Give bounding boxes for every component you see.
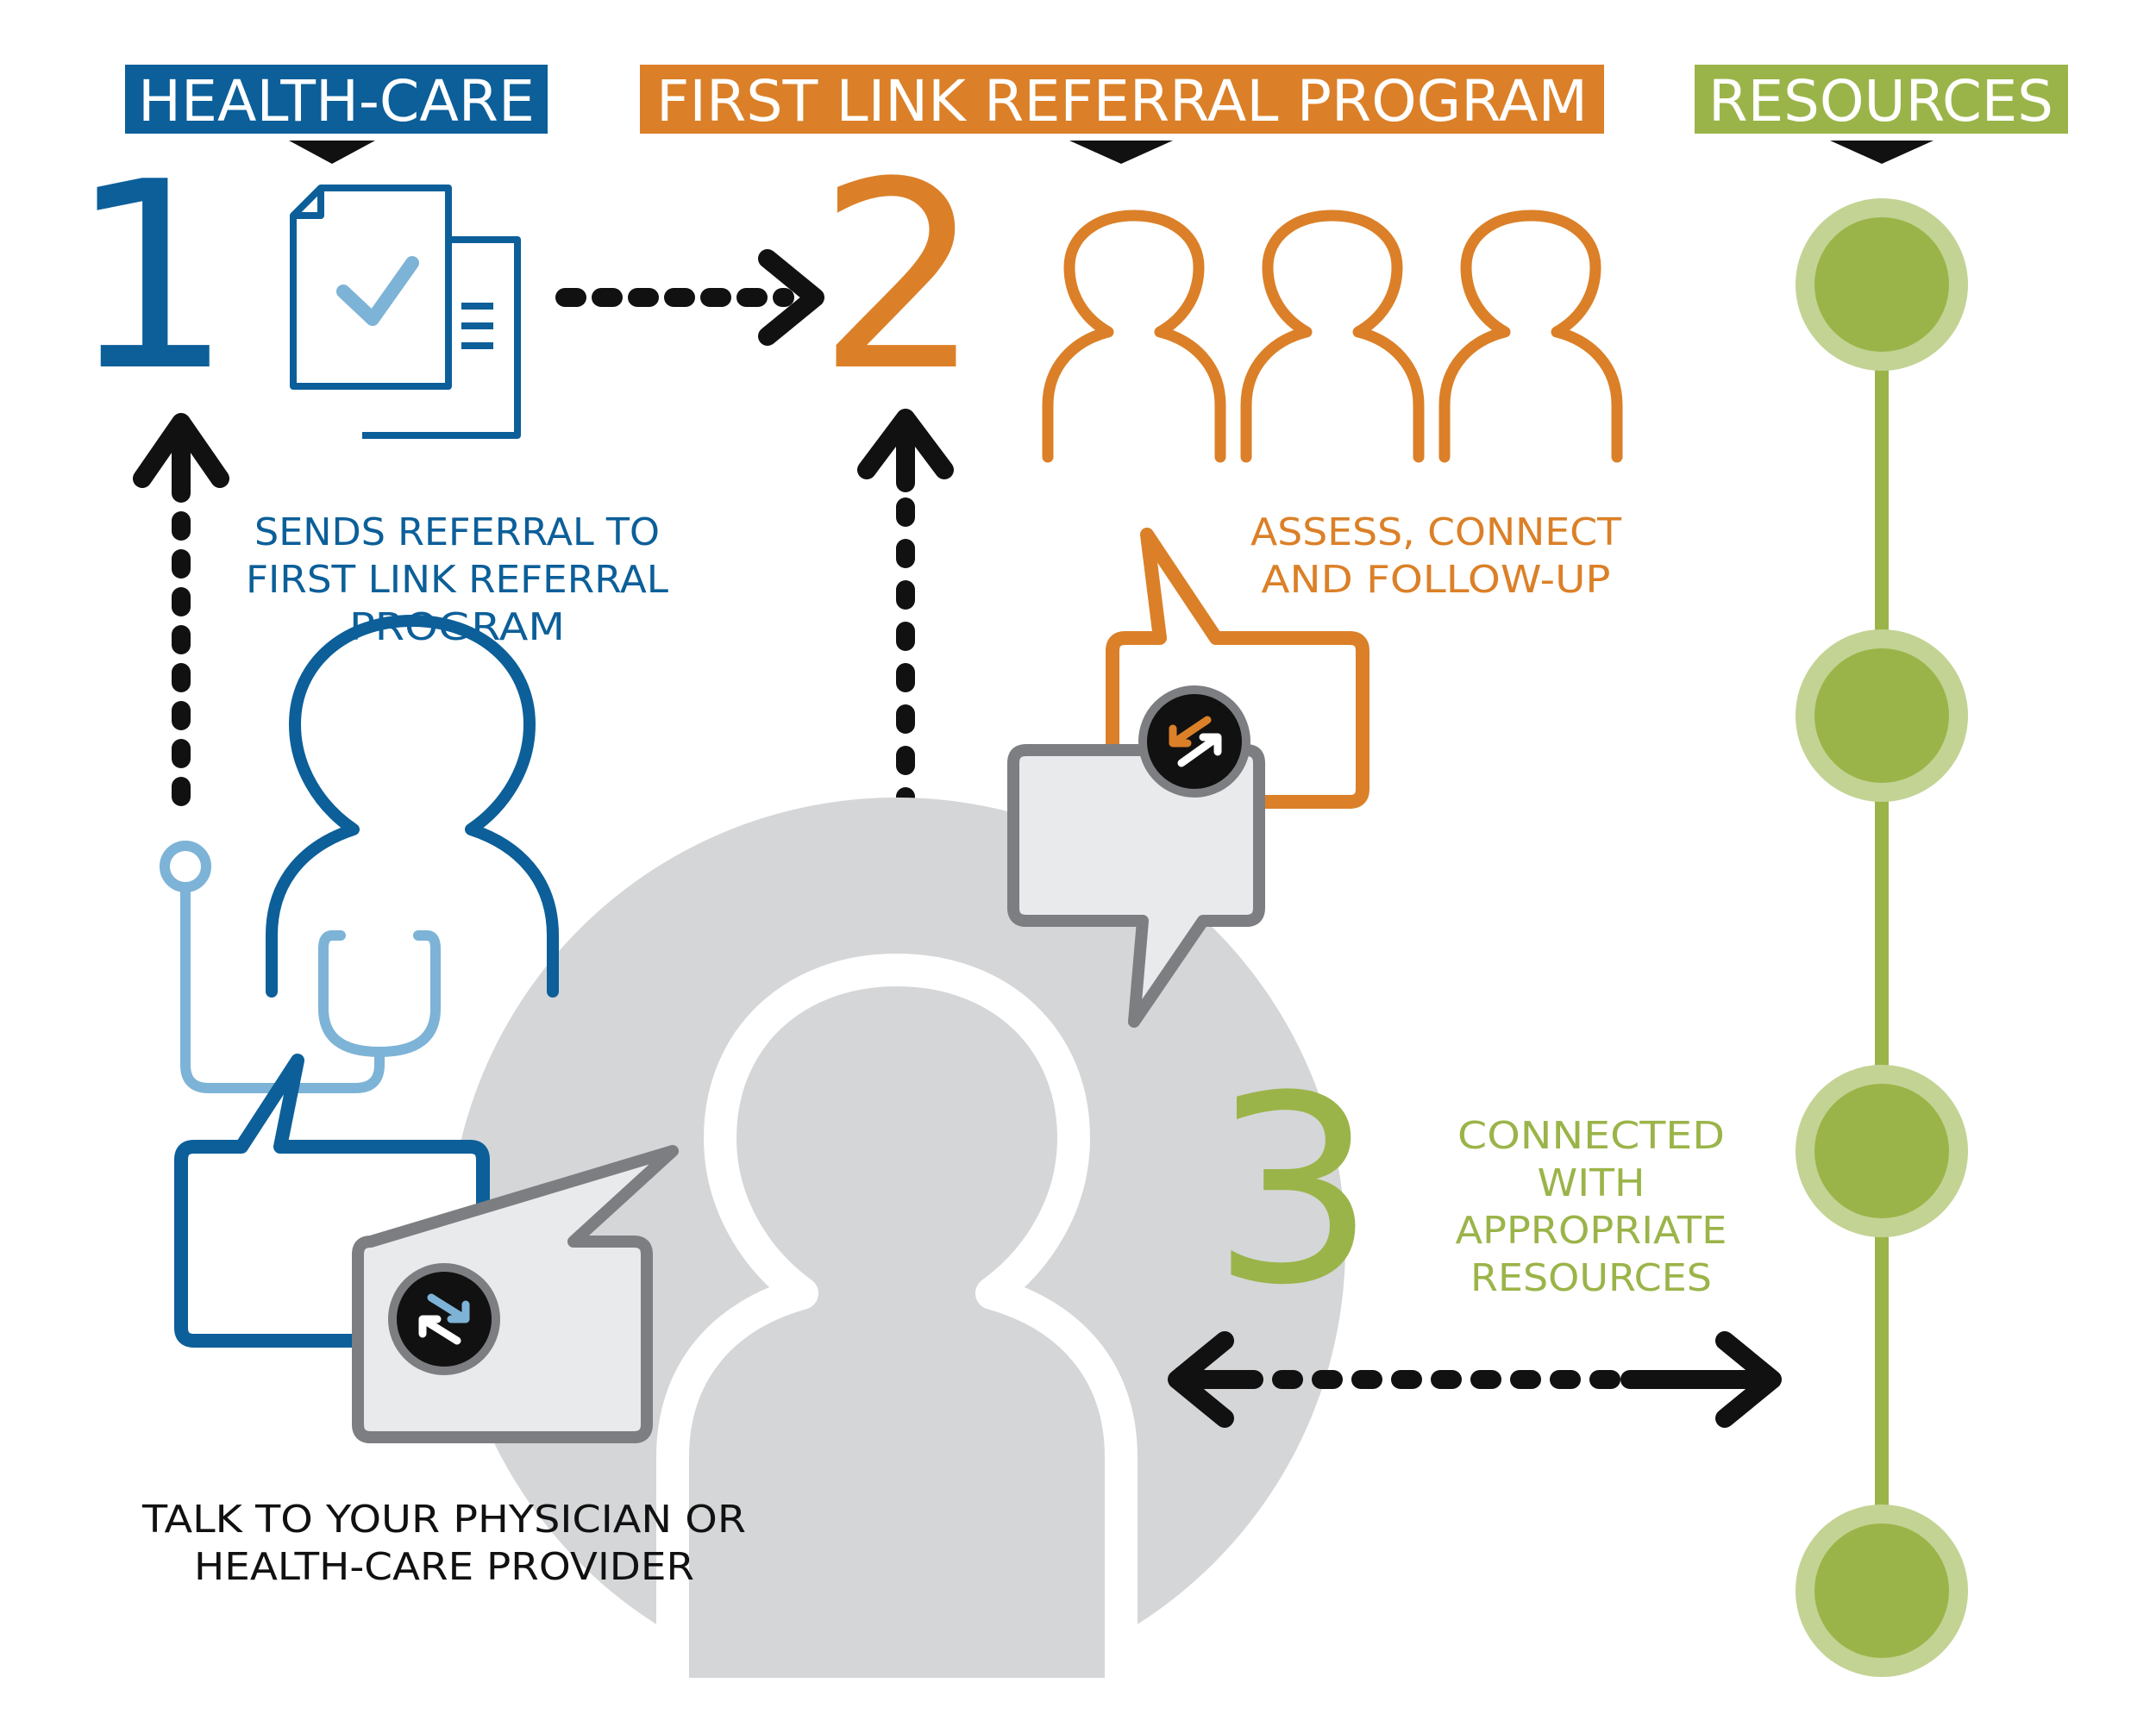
step-number-three: 3 — [1212, 1041, 1376, 1342]
arrow-up-to-step-one — [133, 413, 229, 820]
label-talk-to: TALK TO YOUR PHYSICIAN OR HEALTH-CARE PR… — [141, 1498, 746, 1589]
header-first-link-label: FIRST LINK REFERRAL PROGRAM — [656, 68, 1588, 135]
people-group-icon — [1042, 210, 1623, 463]
resource-node-icon — [1796, 1505, 1968, 1677]
label-line: AND FOLLOW-UP — [1262, 558, 1611, 602]
header-health-care-label: HEALTH-CARE — [138, 68, 535, 135]
label-line: APPROPRIATE — [1456, 1209, 1727, 1253]
header-pointer-icon — [1069, 141, 1173, 164]
header-resources: RESOURCES — [1695, 65, 2068, 164]
arrow-one-to-two — [555, 249, 824, 346]
resources-timeline — [1796, 198, 1968, 1677]
label-line: FIRST LINK REFERRAL — [246, 558, 668, 602]
label-line: SENDS REFERRAL TO — [254, 510, 660, 554]
document-check-icon — [290, 185, 521, 439]
label-line: WITH — [1538, 1161, 1645, 1205]
label-line: TALK TO YOUR PHYSICIAN OR — [141, 1498, 746, 1542]
label-assess-connect: ASSESS, CONNECT AND FOLLOW-UP — [1250, 510, 1621, 602]
resource-node-icon — [1796, 629, 1968, 802]
resource-node-icon — [1796, 1065, 1968, 1237]
doctor-stethoscope-icon — [160, 615, 559, 1093]
person-outline-icon — [1240, 210, 1425, 463]
arrow-patient-to-resources — [1168, 1331, 1782, 1428]
header-resources-label: RESOURCES — [1708, 68, 2053, 135]
patient-person-icon — [656, 954, 1138, 1711]
person-outline-icon — [1438, 210, 1623, 463]
header-health-care: HEALTH-CARE — [125, 65, 548, 164]
header-pointer-icon — [1830, 141, 1934, 164]
label-line: ASSESS, CONNECT — [1250, 510, 1621, 554]
person-outline-icon — [1042, 210, 1226, 463]
label-connected-with: CONNECTED WITH APPROPRIATE RESOURCES — [1456, 1114, 1727, 1300]
step-number-two: 2 — [818, 127, 982, 428]
speech-bubble-gray-right — [1007, 744, 1265, 1028]
label-line: HEALTH-CARE PROVIDER — [194, 1545, 694, 1589]
resource-node-icon — [1796, 198, 1968, 371]
header-pointer-icon — [289, 141, 375, 164]
exchange-arrows-icon — [1138, 685, 1250, 798]
label-line: CONNECTED — [1457, 1114, 1725, 1158]
label-line: RESOURCES — [1470, 1256, 1712, 1300]
step-number-one: 1 — [69, 127, 234, 428]
header-first-link: FIRST LINK REFERRAL PROGRAM — [640, 65, 1604, 164]
exchange-arrows-icon — [388, 1263, 500, 1375]
